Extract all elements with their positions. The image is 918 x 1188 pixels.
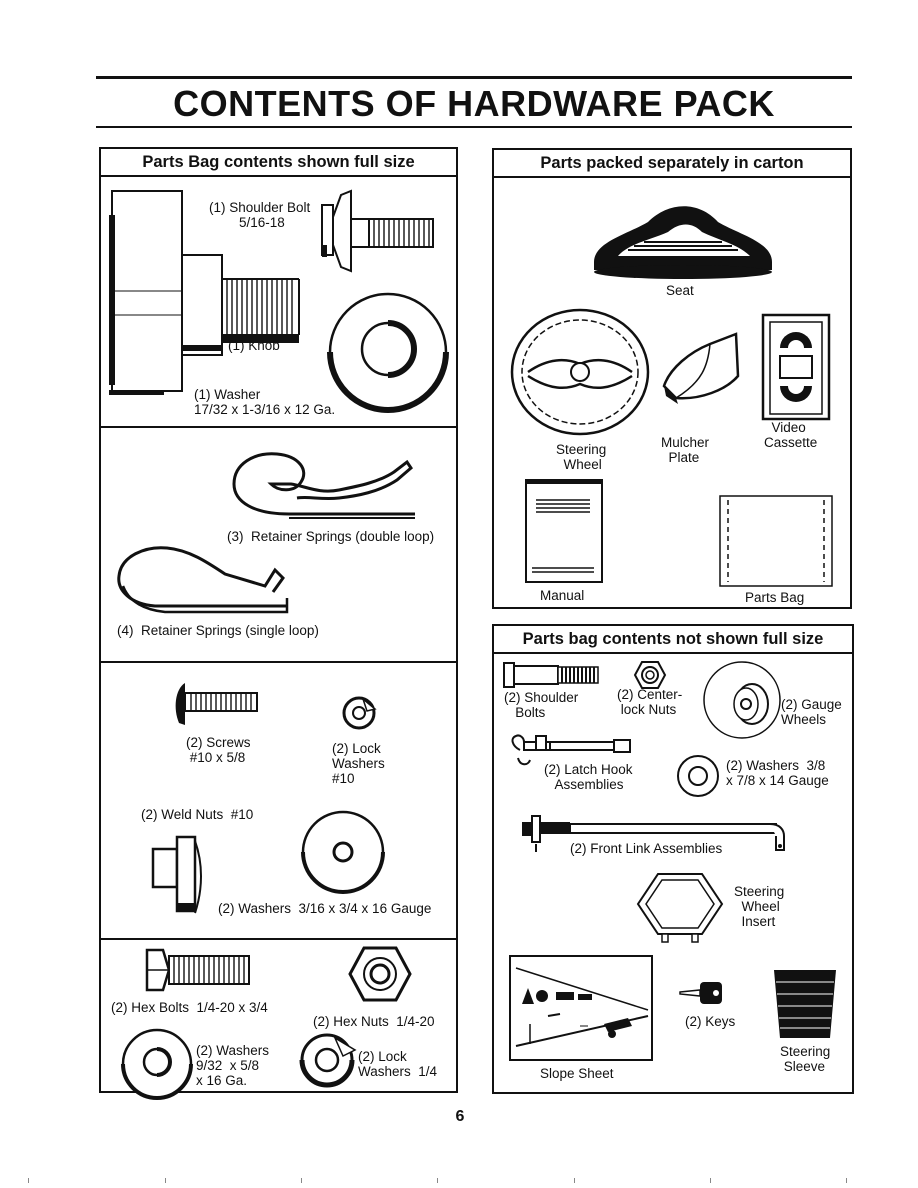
- washer-3-16-icon: [301, 810, 385, 894]
- scan-tick: [846, 1178, 847, 1183]
- hex-bolt-icon: [145, 948, 250, 992]
- video-cassette-icon: [761, 313, 831, 421]
- section-screws-washers: (2) Screws #10 x 5/8 (2) Lock Washers #1…: [101, 663, 456, 938]
- section-divider: [101, 938, 456, 940]
- latch-hook-icon: [511, 734, 631, 766]
- scan-tick: [437, 1178, 438, 1183]
- section-divider: [101, 426, 456, 428]
- screws-label: (2) Screws #10 x 5/8: [186, 735, 251, 765]
- scan-tick: [710, 1178, 711, 1183]
- screw-icon: [175, 683, 258, 725]
- mulcher-plate-label: Mulcher Plate: [661, 435, 710, 465]
- parts-bag-label: Parts Bag: [745, 590, 805, 605]
- scan-tick: [574, 1178, 575, 1183]
- section-hex-hardware: (2) Hex Bolts 1/4-20 x 3/4 (2) Hex Nuts …: [101, 940, 456, 1100]
- retainer-spring-single-loop-label: (4) Retainer Springs (single loop): [117, 623, 319, 638]
- washer-9-32-icon: [121, 1028, 193, 1100]
- weld-nut-icon: [151, 835, 202, 914]
- knob-icon: [109, 190, 300, 395]
- panel-header: Parts bag contents not shown full size: [494, 626, 852, 654]
- steering-wheel-icon: [510, 308, 650, 436]
- washer-label: (1) Washer 17/32 x 1-3/16 x 12 Ga.: [194, 387, 336, 417]
- section-retainer-springs: (3) Retainer Springs (double loop) (4) R…: [101, 428, 456, 661]
- parts-packed-separately-panel: Parts packed separately in carton Seat S…: [492, 148, 852, 609]
- top-rule: [96, 76, 852, 79]
- washers-3-16-label: (2) Washers 3/16 x 3/4 x 16 Gauge: [218, 901, 432, 916]
- shoulder-bolt-icon: [321, 189, 434, 273]
- title-underline: [96, 126, 852, 128]
- gauge-wheels-label: (2) Gauge Wheels: [781, 697, 842, 727]
- gauge-wheel-icon: [703, 661, 781, 739]
- manual-label: Manual: [540, 588, 585, 603]
- washers-9-32-label: (2) Washers 9/32 x 5/8 x 16 Ga.: [196, 1043, 270, 1088]
- knob-label: (1) Knob: [228, 338, 280, 353]
- lock-washer-1-4-icon: [299, 1033, 357, 1088]
- keys-label: (2) Keys: [685, 1014, 736, 1029]
- hex-nut-icon: [348, 946, 412, 1002]
- scan-tick: [165, 1178, 166, 1183]
- page-title: CONTENTS OF HARDWARE PACK: [173, 83, 775, 124]
- washers-3-8-label: (2) Washers 3/8 x 7/8 x 14 Gauge: [726, 758, 829, 788]
- section-shoulder-bolt-knob-washer: (1) Shoulder Bolt 5/16-18 (1) Knob (1) W…: [101, 177, 456, 426]
- scan-tick: [301, 1178, 302, 1183]
- steering-wheel-insert-label: Steering Wheel Insert: [734, 884, 785, 929]
- seat-icon: [594, 206, 772, 279]
- washer-3-8-icon: [677, 755, 719, 797]
- parts-bag-not-full-size-panel: Parts bag contents not shown full size (…: [492, 624, 854, 1094]
- front-link-icon: [522, 815, 785, 852]
- slope-sheet-icon: [509, 955, 653, 1061]
- lock-washers-10-label: (2) Lock Washers #10: [332, 741, 385, 786]
- center-lock-nut-icon: [633, 661, 667, 689]
- parts-bag-icon: [719, 495, 833, 587]
- steering-sleeve-label: Steering Sleeve: [780, 1044, 831, 1074]
- shoulder-bolt-icon: [503, 662, 599, 688]
- manual-icon: [525, 479, 603, 583]
- weld-nuts-label: (2) Weld Nuts #10: [141, 807, 254, 822]
- washer-icon: [327, 292, 449, 413]
- key-icon: [679, 982, 722, 1004]
- slope-sheet-label: Slope Sheet: [540, 1066, 614, 1081]
- lock-washers-1-4-label: (2) Lock Washers 1/4: [358, 1049, 438, 1079]
- section-divider: [101, 661, 456, 663]
- retainer-spring-double-loop-label: (3) Retainer Springs (double loop): [227, 529, 435, 544]
- retainer-spring-single-loop-icon: [117, 546, 289, 614]
- center-lock-nuts-label: (2) Center- lock Nuts: [617, 687, 683, 717]
- latch-hook-label: (2) Latch Hook Assemblies: [544, 762, 633, 792]
- front-link-label: (2) Front Link Assemblies: [570, 841, 723, 856]
- hex-nuts-label: (2) Hex Nuts 1/4-20: [313, 1014, 435, 1029]
- scan-tick: [28, 1178, 29, 1183]
- page-number: 6: [455, 1108, 465, 1125]
- mulcher-plate-icon: [662, 332, 740, 404]
- panel-header: Parts packed separately in carton: [494, 150, 850, 178]
- panel-header: Parts Bag contents shown full size: [101, 149, 456, 177]
- steering-wheel-label: Steering Wheel: [556, 442, 607, 472]
- steering-wheel-insert-icon: [636, 873, 724, 943]
- seat-label: Seat: [666, 283, 694, 298]
- shoulder-bolts-label: (2) Shoulder Bolts: [504, 690, 579, 720]
- lock-washer-10-icon: [342, 696, 377, 730]
- hex-bolts-label: (2) Hex Bolts 1/4-20 x 3/4: [111, 1000, 268, 1015]
- steering-sleeve-icon: [774, 970, 836, 1038]
- retainer-spring-double-loop-icon: [232, 452, 415, 519]
- video-cassette-label: Video Cassette: [764, 420, 818, 450]
- parts-bag-full-size-panel: Parts Bag contents shown full size: [99, 147, 458, 1100]
- shoulder-bolt-label: (1) Shoulder Bolt 5/16-18: [209, 200, 311, 230]
